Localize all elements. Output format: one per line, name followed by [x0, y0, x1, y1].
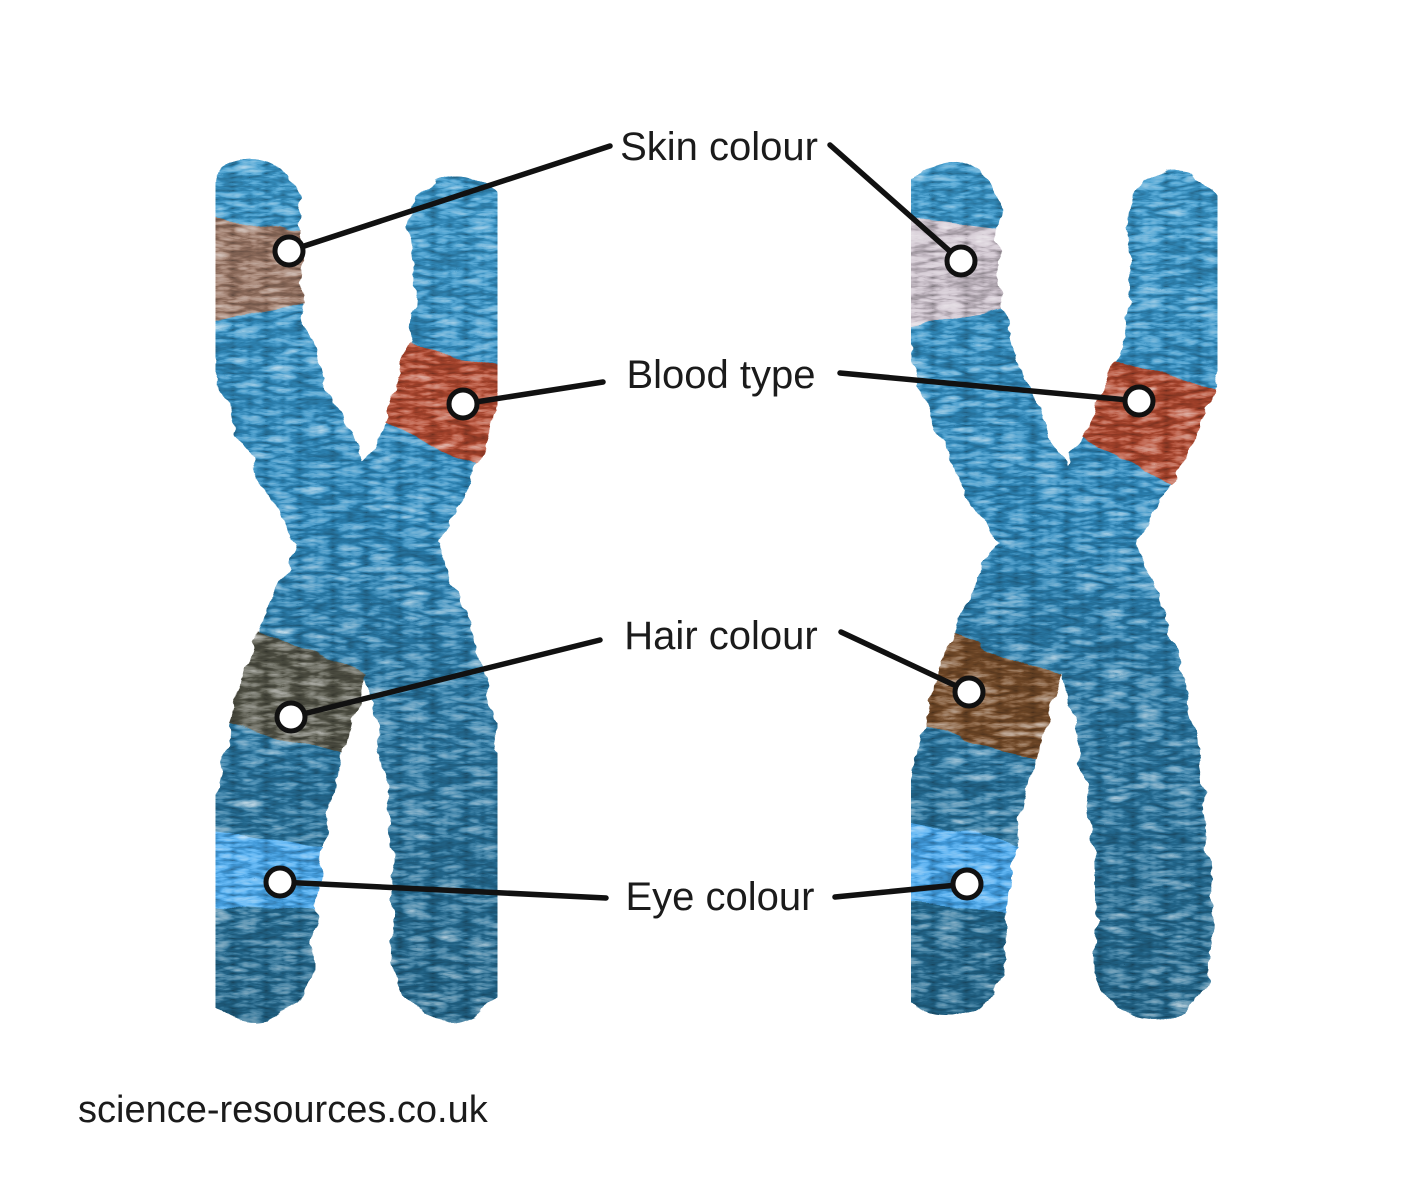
label-blood-type: Blood type: [626, 353, 815, 397]
eye-colour-callout-line-right: [832, 881, 970, 900]
right-hair-colour-band: [887, 504, 1113, 962]
skin-colour-marker-left: [275, 237, 303, 265]
eye-colour-marker-right-ring: [950, 867, 984, 901]
blood-type-callout-line-left: [460, 379, 606, 407]
skin-colour-callout-line-left: [286, 143, 613, 254]
eye-colour-marker-left-ring: [263, 865, 297, 899]
skin-colour-callout-line-right: [827, 142, 964, 264]
eye-colour-callout-line-left: [277, 879, 609, 901]
eye-colour-marker-right: [953, 870, 981, 898]
gene-labels: Skin colour Blood type Hair colour Eye c…: [620, 125, 818, 919]
watermark-text: science-resources.co.uk: [78, 1089, 489, 1131]
hair-colour-marker-left: [277, 703, 305, 731]
hair-colour-marker-left-ring: [274, 700, 308, 734]
blood-type-marker-right: [1125, 387, 1153, 415]
blood-type-marker-left-ring: [446, 387, 480, 421]
blood-type-marker-left: [449, 390, 477, 418]
hair-colour-marker-right: [955, 678, 983, 706]
callout-markers: [263, 234, 1156, 901]
callout-lines: [277, 142, 1142, 901]
skin-colour-marker-right-ring: [944, 244, 978, 278]
chromosome-left: [196, 160, 516, 1023]
blood-type-callout-line-right: [837, 370, 1142, 404]
left-blood-type-band: [330, 211, 516, 585]
hair-colour-marker-right-ring: [952, 675, 986, 709]
skin-colour-marker-right: [947, 247, 975, 275]
chromosome-right: [887, 162, 1233, 1020]
skin-colour-marker-left-ring: [272, 234, 306, 268]
label-eye-colour: Eye colour: [626, 875, 815, 919]
blood-type-marker-right-ring: [1122, 384, 1156, 418]
left-chromatid-b-lower-arm: [197, 490, 426, 1023]
hair-colour-callout-line-right: [838, 629, 972, 695]
right-eye-colour-band: [887, 504, 1113, 962]
label-hair-colour: Hair colour: [624, 614, 817, 658]
left-skin-colour-band: [197, 200, 404, 583]
eye-colour-marker-left: [266, 868, 294, 896]
label-skin-colour: Skin colour: [620, 125, 818, 169]
hair-colour-callout-line-left: [288, 637, 603, 720]
